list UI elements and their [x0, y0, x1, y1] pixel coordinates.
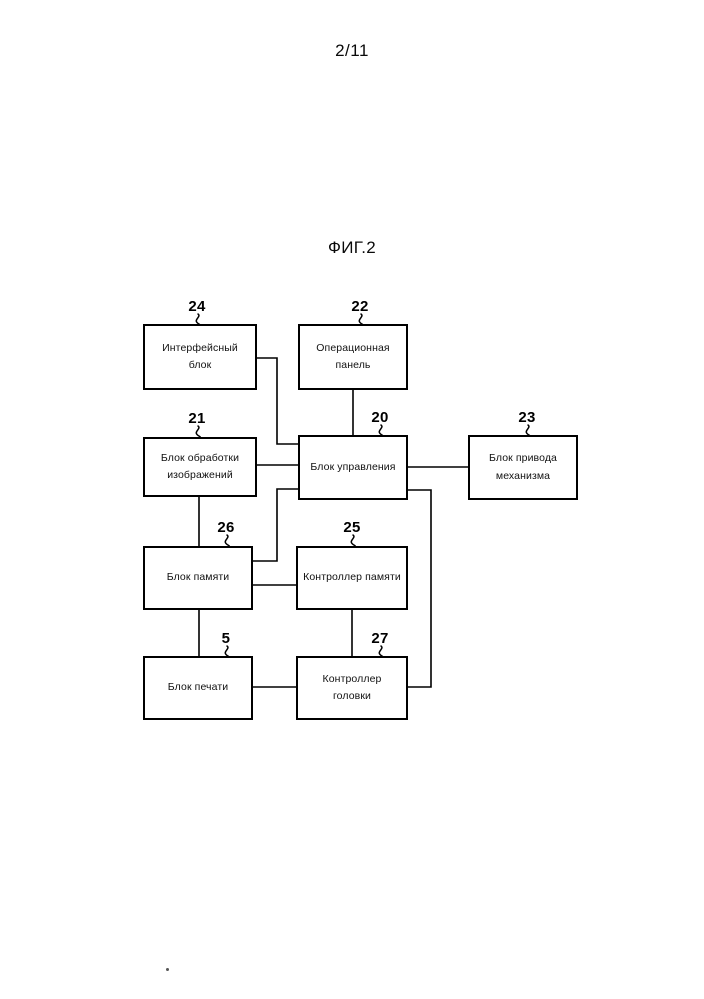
page-footer-mark [166, 968, 169, 971]
block-label-22: Операционная панель [316, 341, 390, 371]
block-label-5: Блок печати [167, 681, 229, 694]
reference-numeral-26: 26 [217, 519, 235, 536]
reference-numeral-20: 20 [371, 409, 389, 426]
reference-numeral-22: 22 [351, 298, 369, 315]
block-label-21: Блок обработки изображений [160, 451, 240, 481]
block-21: Блок обработки изображений [143, 437, 257, 497]
figure-caption: ФИГ.2 [328, 238, 376, 257]
reference-numeral-27: 27 [371, 630, 389, 647]
block-label-23: Блок привода механизма [489, 452, 557, 482]
reference-numeral-23: 23 [518, 409, 536, 426]
block-23: Блок привода механизма [468, 435, 578, 500]
lead-line-25 [350, 534, 356, 547]
block-26: Блок памяти [143, 546, 253, 610]
reference-numeral-25: 25 [343, 519, 361, 536]
connector-26-to-20 [253, 488, 298, 562]
block-label-20: Блок управления [310, 460, 396, 473]
block-25: Контроллер памяти [296, 546, 408, 610]
block-5: Блок печати [143, 656, 253, 720]
block-22: Операционная панель [298, 324, 408, 390]
lead-line-21 [195, 425, 201, 438]
block-label-25: Контроллер памяти [303, 571, 401, 584]
lead-line-26 [224, 534, 230, 547]
block-label-26: Блок памяти [166, 571, 230, 584]
reference-numeral-21: 21 [188, 410, 206, 427]
connector-24-to-20 [257, 357, 298, 445]
reference-numeral-5: 5 [221, 630, 231, 647]
reference-numeral-24: 24 [188, 298, 206, 315]
block-label-27: Контроллер головки [322, 672, 382, 702]
block-27: Контроллер головки [296, 656, 408, 720]
block-label-24: Интерфейсный блок [162, 341, 238, 371]
block-24: Интерфейсный блок [143, 324, 257, 390]
block-20: Блок управления [298, 435, 408, 500]
page-number: 2/11 [335, 41, 369, 60]
connector-20-to-27 [408, 489, 432, 688]
